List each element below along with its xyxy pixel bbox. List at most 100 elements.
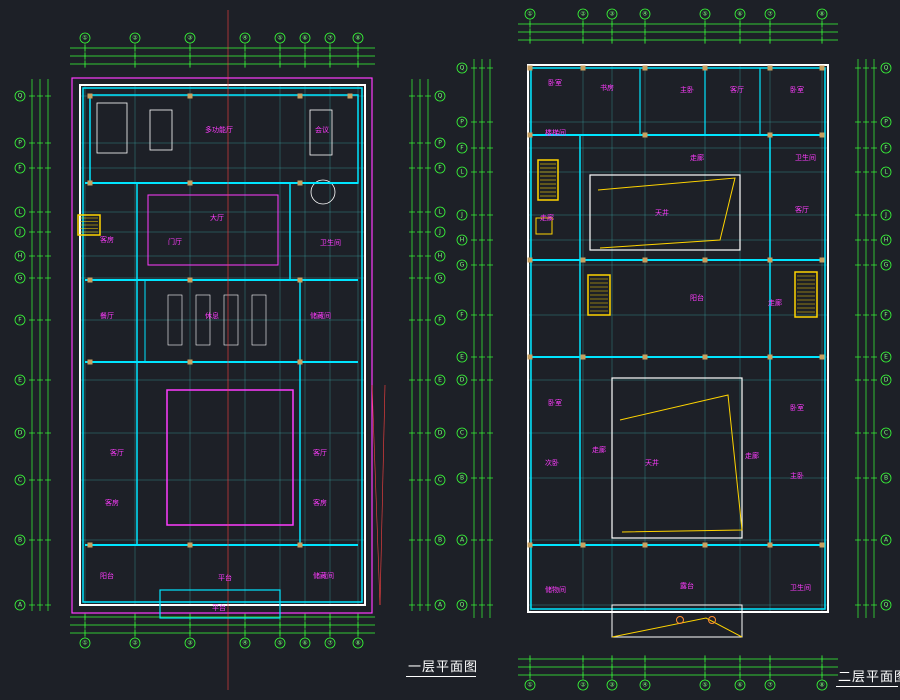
row-axis-bubble-right (880, 116, 892, 128)
column-axis-bubble-bottom-label: ④ (642, 682, 647, 689)
row-axis-bubble-right-label: G (884, 262, 889, 269)
row-axis-bubble-right (434, 374, 446, 386)
room-label-balcony: 阳台 (100, 571, 114, 580)
row-axis-bubble-right-label: H (438, 253, 443, 260)
column (642, 132, 648, 138)
room-label-study: 书房 (600, 83, 614, 92)
row-axis-bubble-left-label: E (460, 354, 464, 361)
column-axis-bubble-top-label: ③ (187, 35, 192, 42)
room-label-corridor-2: 走廊 (540, 213, 554, 222)
room-label-guestroom: 客房 (100, 235, 114, 244)
column (187, 542, 193, 548)
row-axis-bubble-right (434, 90, 446, 102)
row-axis-bubble-right (880, 599, 892, 611)
row-axis-bubble-left (14, 250, 26, 262)
row-axis-bubble-right-label: J (884, 212, 887, 219)
column (819, 354, 825, 360)
room-label-bedroom-4: 次卧 (545, 458, 559, 467)
row-axis-bubble-right-label: G (438, 275, 443, 282)
room-label-hall: 大厅 (210, 213, 224, 222)
first-floor-plan-title: 一层平面图 (408, 660, 479, 675)
row-axis-bubble-right (434, 137, 446, 149)
row-axis-bubble-right (434, 162, 446, 174)
column-axis-bubble-top-label: ① (527, 11, 532, 18)
staircase-right (794, 271, 818, 318)
row-axis-bubble-right-label: A (438, 602, 443, 609)
row-axis-bubble-right (434, 314, 446, 326)
column (702, 65, 708, 71)
row-axis-bubble-left-label: F (18, 317, 22, 324)
row-axis-bubble-right-label: L (438, 209, 442, 216)
exterior-wall (527, 64, 829, 613)
row-axis-bubble-left (456, 374, 468, 386)
column-axis-bubble-top-label: ① (82, 35, 87, 42)
room-label-dining: 休息 (205, 311, 219, 320)
row-axis-bubble-left (456, 166, 468, 178)
column-axis-bubble-bottom-label: ⑤ (702, 682, 707, 689)
room-label-terrace: 平台 (212, 603, 226, 612)
column (642, 257, 648, 263)
column (87, 180, 93, 186)
staircase (77, 214, 101, 236)
exterior-wall (79, 84, 366, 606)
row-axis-bubble-right-label: P (884, 119, 888, 126)
room-label-guestroom-3: 客房 (313, 498, 327, 507)
room-label-bedroom-5: 卧室 (790, 403, 804, 412)
row-axis-bubble-left (14, 272, 26, 284)
column (297, 180, 303, 186)
column (702, 257, 708, 263)
room-label-corridor-3: 走廊 (768, 298, 782, 307)
column-axis-bubble-top-label: ② (580, 11, 586, 18)
column-axis-bubble-top-label: ⑤ (702, 11, 707, 18)
column (642, 354, 648, 360)
row-axis-bubble-right (880, 427, 892, 439)
atrium-roof-outline-2 (619, 394, 743, 533)
room-label-guestroom-2: 客房 (105, 498, 119, 507)
row-axis-bubble-left-label: C (460, 430, 464, 437)
column (702, 542, 708, 548)
column (187, 180, 193, 186)
column-axis-bubble-top-label: ③ (609, 11, 614, 18)
row-axis-bubble-left-label: A (18, 602, 23, 609)
lobby-boundary (147, 194, 279, 266)
room-label-living-2: 客厅 (795, 205, 809, 214)
column (767, 132, 773, 138)
column (87, 93, 93, 99)
row-axis-bubble-right-label: J (438, 229, 441, 236)
column (767, 65, 773, 71)
row-axis-bubble-right-label: C (438, 477, 442, 484)
row-axis-bubble-right (880, 351, 892, 363)
row-axis-bubble-left-label: H (460, 237, 465, 244)
exterior-wall-inner (530, 67, 826, 610)
row-axis-bubble-right (434, 250, 446, 262)
column-axis-bubble-bottom-label: ③ (609, 682, 614, 689)
row-axis-bubble-right-label: F (438, 165, 442, 172)
row-axis-bubble-right (880, 62, 892, 74)
row-axis-bubble-left (14, 474, 26, 486)
row-axis-bubble-left (14, 162, 26, 174)
row-axis-bubble-right-label: Q (438, 93, 443, 100)
column-axis-bubble-bottom-label: ① (82, 640, 87, 647)
room-label-bedroom-2: 卧室 (790, 85, 804, 94)
axis-diagonal (379, 384, 386, 606)
drain (676, 616, 684, 624)
column (819, 65, 825, 71)
column (580, 542, 586, 548)
second-floor-plan-title: 二层平面图 (838, 670, 900, 685)
row-axis-bubble-right (434, 474, 446, 486)
upper-atrium (589, 174, 741, 251)
row-axis-bubble-right (880, 534, 892, 546)
row-axis-bubble-left-label: Q (18, 93, 23, 100)
row-axis-bubble-right-label: L (884, 169, 888, 176)
column-axis-bubble-top-label: ⑧ (355, 35, 360, 42)
column (87, 359, 93, 365)
column-axis-bubble-bottom-label: ⑦ (767, 682, 773, 689)
drain (708, 616, 716, 624)
row-axis-bubble-left-label: E (18, 377, 22, 384)
bar-counter (309, 109, 333, 156)
column (87, 277, 93, 283)
row-axis-bubble-right (434, 534, 446, 546)
room-label-lounge: 储藏间 (310, 311, 331, 320)
row-axis-bubble-left (14, 599, 26, 611)
